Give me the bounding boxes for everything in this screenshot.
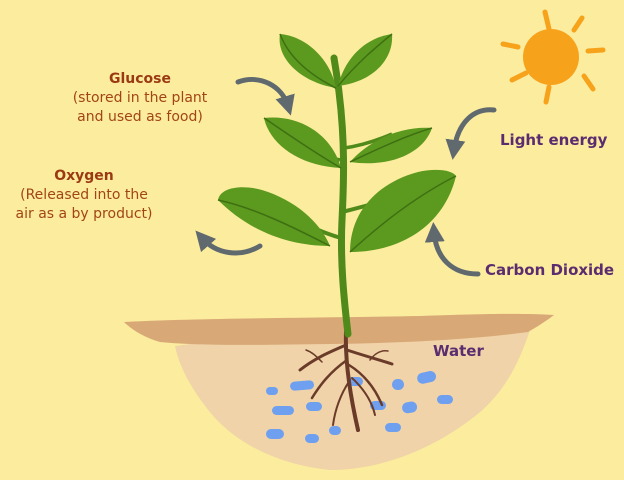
glucose-title: Glucose [108, 71, 171, 87]
glucose-detail-line-2: and used as food) [77, 109, 203, 125]
curved-arrow-icon [195, 77, 497, 277]
light-energy-label: Light energy [500, 131, 608, 149]
glucose-label: Glucose (stored in the plant and used as… [50, 70, 230, 127]
water-label: Water [433, 342, 484, 360]
roots-icon [298, 330, 394, 432]
carbon-dioxide-label: Carbon Dioxide [485, 261, 615, 279]
light-energy-arrow [445, 107, 497, 160]
oxygen-label: Oxygen (Released into the air as a by pr… [0, 167, 168, 224]
oxygen-detail-line-2: air as a by product) [15, 206, 153, 222]
glucose-arrow [235, 77, 295, 116]
carbon-dioxide-arrow [424, 222, 481, 277]
oxygen-detail-line-1: (Released into the [20, 187, 148, 203]
soil [124, 313, 554, 470]
oxygen-arrow [195, 230, 263, 256]
plant-icon [217, 33, 457, 338]
oxygen-title: Oxygen [54, 168, 114, 184]
water-drops-icon [266, 371, 453, 443]
sun-icon [500, 9, 606, 105]
glucose-detail-line-1: (stored in the plant [72, 90, 208, 106]
